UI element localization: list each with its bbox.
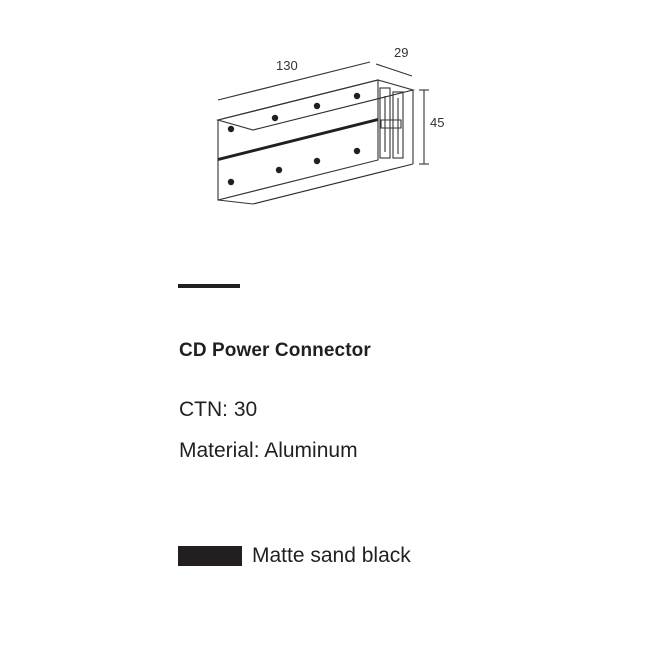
length-dimension-line xyxy=(217,61,371,101)
spec-material: Material: Aluminum xyxy=(179,439,358,462)
depth-dimension-line xyxy=(375,63,413,77)
product-title: CD Power Connector xyxy=(179,340,371,361)
color-swatch xyxy=(178,546,242,566)
spec-ctn: CTN: 30 xyxy=(179,398,258,421)
screw-holes xyxy=(227,92,361,186)
finish-name: Matte sand black xyxy=(252,544,411,567)
height-dimension-label: 45 xyxy=(430,115,444,130)
technical-drawing: 130 29 45 xyxy=(215,45,444,205)
section-divider xyxy=(178,284,240,288)
depth-dimension-label: 29 xyxy=(394,45,408,60)
length-dimension-label: 130 xyxy=(276,58,298,73)
front-groove xyxy=(218,118,378,161)
finish-row: Matte sand black xyxy=(178,544,411,568)
end-face-slot xyxy=(379,87,391,159)
